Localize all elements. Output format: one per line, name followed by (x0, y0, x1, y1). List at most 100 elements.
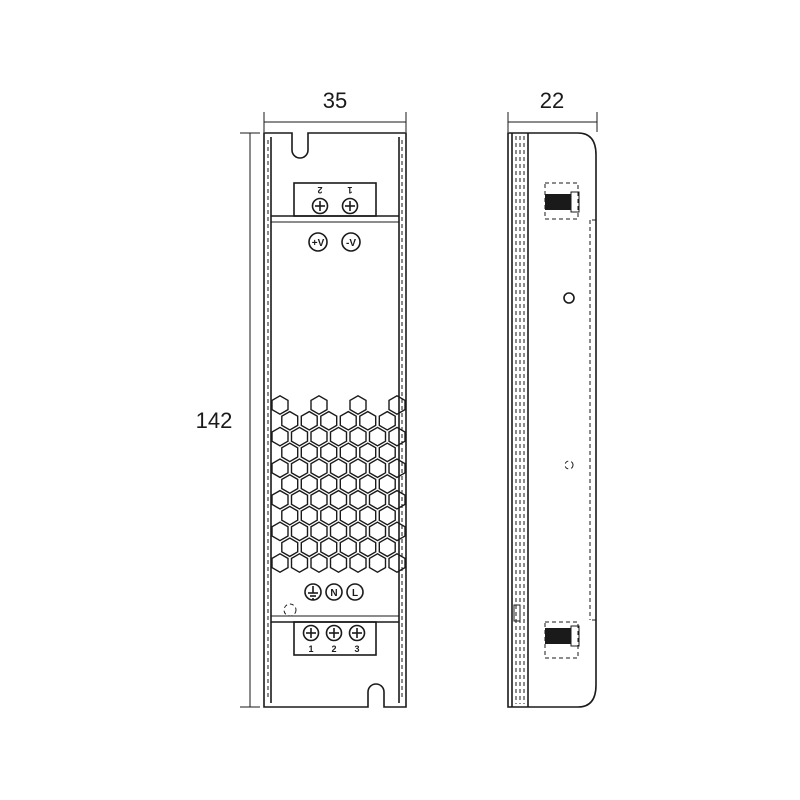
vent-hole (320, 505, 338, 526)
input-symbol-neutral: N (325, 583, 343, 601)
side-terminal-bottom (544, 621, 580, 659)
vent-hole (339, 410, 357, 431)
vent-hole (359, 410, 377, 431)
vent-hole (300, 505, 318, 526)
output-terminal-block: 2 1 (293, 182, 377, 217)
depth-label: 22 (540, 88, 564, 113)
height-label: 142 (196, 408, 233, 433)
vent-hole (290, 521, 309, 542)
vent-hole (349, 426, 367, 447)
vent-hole (271, 426, 289, 447)
output-terminal-number-1: 2 (317, 185, 322, 195)
vent-hole (359, 473, 377, 495)
input-terminal-number-3: 3 (354, 644, 359, 654)
vent-hole (388, 489, 406, 510)
vent-hole (281, 537, 299, 558)
vent-hole (349, 489, 367, 510)
vent-hole (310, 552, 328, 574)
dimension-height: 142 (196, 132, 260, 708)
output-screw-2 (341, 197, 359, 215)
vent-hole (320, 537, 338, 558)
vent-hole (388, 394, 406, 416)
output-terminal-number-2: 1 (347, 185, 352, 195)
input-terminal-block: 1 2 3 (293, 621, 377, 656)
vent-hole (271, 489, 289, 510)
vent-hole (388, 521, 406, 542)
vent-hole (290, 552, 309, 574)
vent-hole (310, 426, 328, 447)
vent-hole (388, 426, 406, 447)
side-mounting-hole (563, 292, 575, 304)
vent-hole (368, 458, 387, 479)
vent-hole (310, 489, 328, 510)
vent-hole (339, 442, 357, 463)
width-label: 35 (323, 88, 347, 113)
vent-hole (378, 410, 396, 431)
vent-hole (378, 473, 396, 495)
vent-hole (388, 458, 406, 479)
vent-hole (281, 473, 299, 495)
vent-hole (368, 489, 387, 510)
vent-hole (290, 458, 309, 479)
output-polarity-positive: +V (308, 232, 328, 252)
input-screw-1 (302, 624, 320, 642)
vent-hole (320, 442, 338, 463)
vent-hole (329, 426, 348, 447)
vent-hole (281, 505, 299, 526)
vent-hole (368, 426, 387, 447)
vent-hole (388, 552, 406, 574)
svg-text:-V: -V (346, 238, 356, 249)
vent-hole (359, 537, 377, 558)
svg-text:L: L (352, 588, 358, 599)
vent-hole (300, 537, 318, 558)
vent-hole (329, 458, 348, 479)
vent-hole (300, 473, 318, 495)
vent-hole (368, 552, 387, 574)
input-terminal-number-2: 2 (331, 644, 336, 654)
vent-hole (290, 426, 309, 447)
vent-hole (378, 505, 396, 526)
vent-hole (339, 473, 357, 495)
output-screw-1 (311, 197, 329, 215)
dimension-depth: 22 (507, 88, 598, 132)
input-screw-2 (325, 624, 343, 642)
dimension-width: 35 (263, 88, 407, 132)
vent-hole (378, 442, 396, 463)
vent-hole (271, 458, 289, 479)
input-terminal-number-1: 1 (308, 644, 313, 654)
vent-hole (339, 537, 357, 558)
adjust-screw-mark (283, 603, 297, 617)
side-view (507, 132, 597, 708)
input-symbol-earth (304, 583, 322, 601)
vent-hole (378, 537, 396, 558)
vent-hole (290, 489, 309, 510)
vent-hole (281, 410, 299, 431)
vent-hole (349, 521, 367, 542)
vent-hole (349, 552, 367, 574)
vent-hole (339, 505, 357, 526)
input-screw-3 (348, 624, 366, 642)
ventilation-grid (271, 394, 406, 574)
vent-hole (271, 394, 289, 416)
output-polarity-negative: -V (341, 232, 361, 252)
svg-text:+V: +V (312, 238, 325, 249)
svg-text:N: N (330, 588, 337, 599)
vent-hole (310, 521, 328, 542)
vent-hole (281, 442, 299, 463)
side-indicator-mark (564, 460, 574, 470)
front-view: 2 1 +V -V (263, 132, 407, 708)
front-view-outline (263, 132, 407, 708)
vent-hole (320, 410, 338, 431)
vent-hole (271, 521, 289, 542)
vent-hole (310, 458, 328, 479)
vent-hole (349, 458, 367, 479)
vent-hole (329, 521, 348, 542)
vent-hole (300, 442, 318, 463)
vent-hole (300, 410, 318, 431)
vent-hole (329, 552, 348, 574)
side-view-outline (507, 132, 597, 708)
vent-hole (271, 552, 289, 574)
input-symbol-line: L (346, 583, 364, 601)
vent-hole (349, 394, 367, 416)
